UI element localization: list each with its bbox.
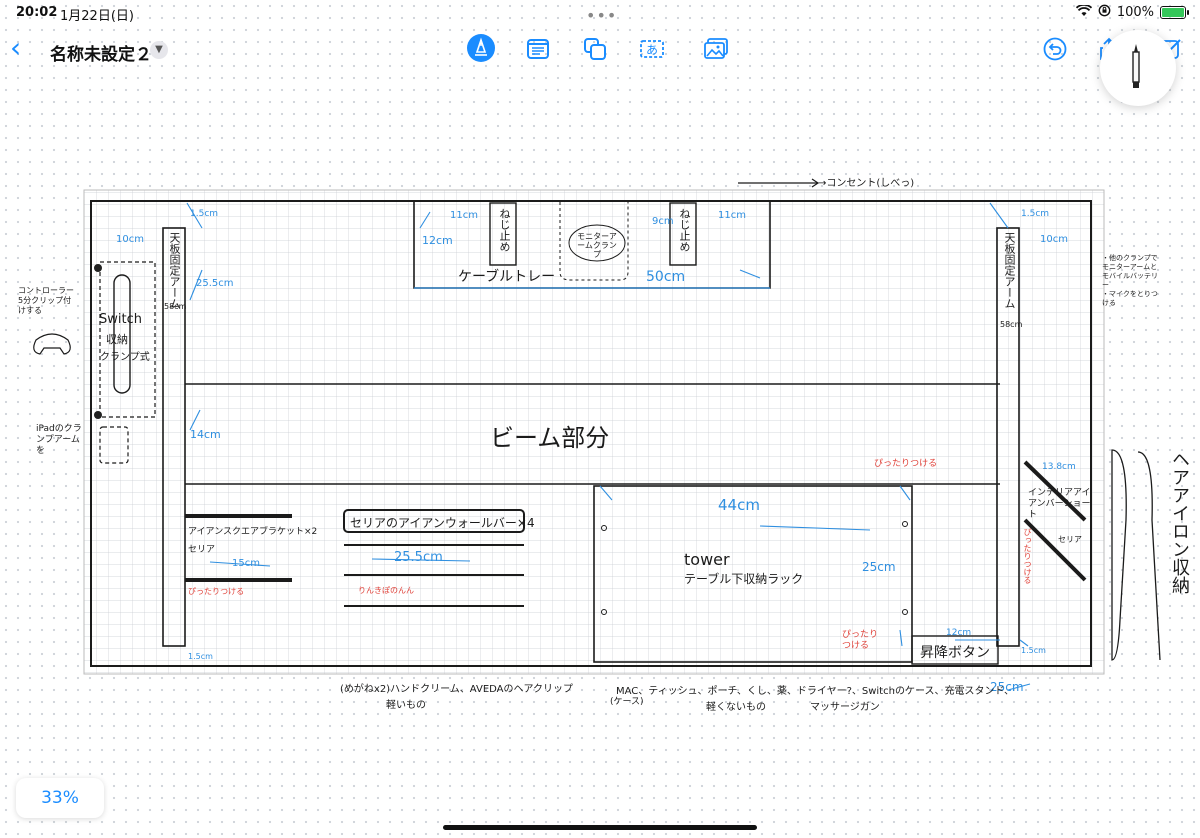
multitasking-dots-icon[interactable]: ••• [586, 6, 618, 25]
top-left-dimension: 1.5cm [190, 209, 219, 219]
tower-subtitle: テーブル下収納ラック [684, 572, 804, 586]
home-indicator[interactable] [443, 825, 757, 830]
right-arm-size: 58cm [1000, 320, 1023, 329]
zoom-indicator[interactable]: 33% [16, 778, 104, 818]
right-arm-label: 天板固定アーム [1003, 232, 1016, 309]
interior-bar-label: インテリアアイアンバーショート [1028, 488, 1091, 520]
left-gap-dimension: 10cm [116, 234, 144, 245]
back-button[interactable]: ‹ [10, 31, 22, 64]
right-note-monitor: ・他のクランプでモニターアームとモバイルバッテリー [1102, 254, 1158, 289]
beam-label: ビーム部分 [490, 424, 610, 452]
bracket-note: ぴったりつける [188, 587, 245, 596]
orientation-lock-icon [1098, 4, 1111, 21]
under-desk-left-light: 軽いもの [386, 700, 426, 711]
right-top-dimension: 1.5cm [1021, 209, 1050, 219]
document-title[interactable]: 名称未設定２ [50, 45, 152, 65]
left-arm-label: 天板固定アーム [168, 232, 181, 309]
bottom-left-dimension: 1.5cm [188, 652, 213, 661]
screw-label-left: ねじ止め [498, 208, 511, 252]
apple-pencil-hover-icon [1100, 30, 1176, 106]
tower-width: 44cm [718, 496, 760, 514]
controller-note: コントローラー5分クリップ付けする [18, 286, 74, 315]
svg-text:あ: あ [646, 43, 658, 57]
toolbar: ‹ 名称未設定２ ▼ あ [0, 30, 1200, 74]
tower-label: tower [684, 550, 730, 569]
under-desk-right-items: MAC、ティッシュ、ポーチ、くし、薬、ドライヤー?、Switchのケース、充電ス… [616, 686, 1015, 697]
cable-tray-label: ケーブルトレー [458, 269, 556, 285]
status-time: 20:02 [16, 5, 58, 20]
battery-percent: 100% [1116, 5, 1154, 20]
wifi-icon [1075, 3, 1092, 21]
text-box-icon[interactable] [525, 36, 551, 62]
bottom-right-dimension: 1.5cm [1021, 646, 1046, 655]
tray-right-gap: 9cm [652, 216, 674, 227]
stick-note-tower: ぴったりつける [874, 459, 938, 469]
bottom-gap-dimension: 25cm [990, 680, 1024, 694]
outlet-note: →コンセント(しべっ) [818, 178, 915, 189]
undo-icon[interactable] [1042, 36, 1068, 62]
image-icon[interactable] [703, 36, 729, 62]
interior-bar-length: 13.8cm [1042, 462, 1076, 472]
pen-tool-icon[interactable] [467, 34, 495, 62]
lift-width: 12cm [946, 628, 972, 638]
monitor-clamp-label: モニターアームクランプ [577, 232, 617, 259]
cable-tray-width: 50cm [646, 269, 686, 285]
right-gap-dimension: 10cm [1040, 234, 1068, 245]
under-desk-massage: マッサージガン [810, 702, 880, 713]
ipad-clamp-note: iPadのクランプアームを [36, 424, 82, 456]
status-right: 100% [1075, 3, 1189, 21]
interior-bar-shop: セリア [1058, 535, 1082, 544]
hair-iron-label: ヘアアイロン収納 [1169, 450, 1190, 594]
battery-icon [1160, 6, 1189, 19]
wall-bar-label: セリアのアイアンウォールバー×4 [350, 516, 535, 530]
tray-right-dimension: 11cm [718, 210, 746, 221]
status-bar: 20:02 1月22日(日) ••• 100% [0, 0, 1200, 26]
tray-height-dimension: 12cm [422, 234, 453, 247]
text-recognition-icon[interactable]: あ [639, 36, 665, 62]
left-arm-size: 58cm [164, 302, 187, 311]
wall-bar-note: りんきぽのんん [358, 586, 414, 595]
switch-storage-label: 収納 [106, 333, 128, 346]
left-arm-height: 25.5cm [196, 278, 234, 289]
bracket-label: アイアンスクエアブラケット×2 [188, 527, 318, 537]
right-note-mic: ・マイクをとりつける [1102, 290, 1158, 307]
battery-level [1162, 8, 1184, 17]
beam-height-dimension: 14cm [190, 428, 221, 441]
under-desk-right-heavy: 軽くないもの [706, 702, 766, 713]
tower-height: 25cm [862, 560, 896, 574]
bracket-shop: セリア [188, 545, 216, 555]
under-desk-left-items: (めがねx2)ハンドクリーム、AVEDAのヘアクリップ [340, 684, 574, 695]
tray-left-dimension: 11cm [450, 210, 478, 221]
bracket-width: 15cm [232, 558, 260, 569]
interior-note: ぴったりつける [1023, 528, 1032, 584]
status-date: 1月22日(日) [60, 9, 134, 24]
screw-label-right: ねじ止め [678, 208, 691, 252]
under-desk-right-case: (ケース) [610, 697, 644, 707]
switch-label: Switch [99, 312, 142, 327]
wall-bar-width: 25.5cm [394, 550, 443, 565]
chevron-down-icon[interactable]: ▼ [150, 41, 168, 59]
lift-note: ぴったりつける [842, 630, 879, 651]
switch-clamp-label: クランプ式 [100, 352, 150, 363]
shapes-icon[interactable] [582, 36, 608, 62]
lift-button-label: 昇降ボタン [920, 645, 990, 661]
